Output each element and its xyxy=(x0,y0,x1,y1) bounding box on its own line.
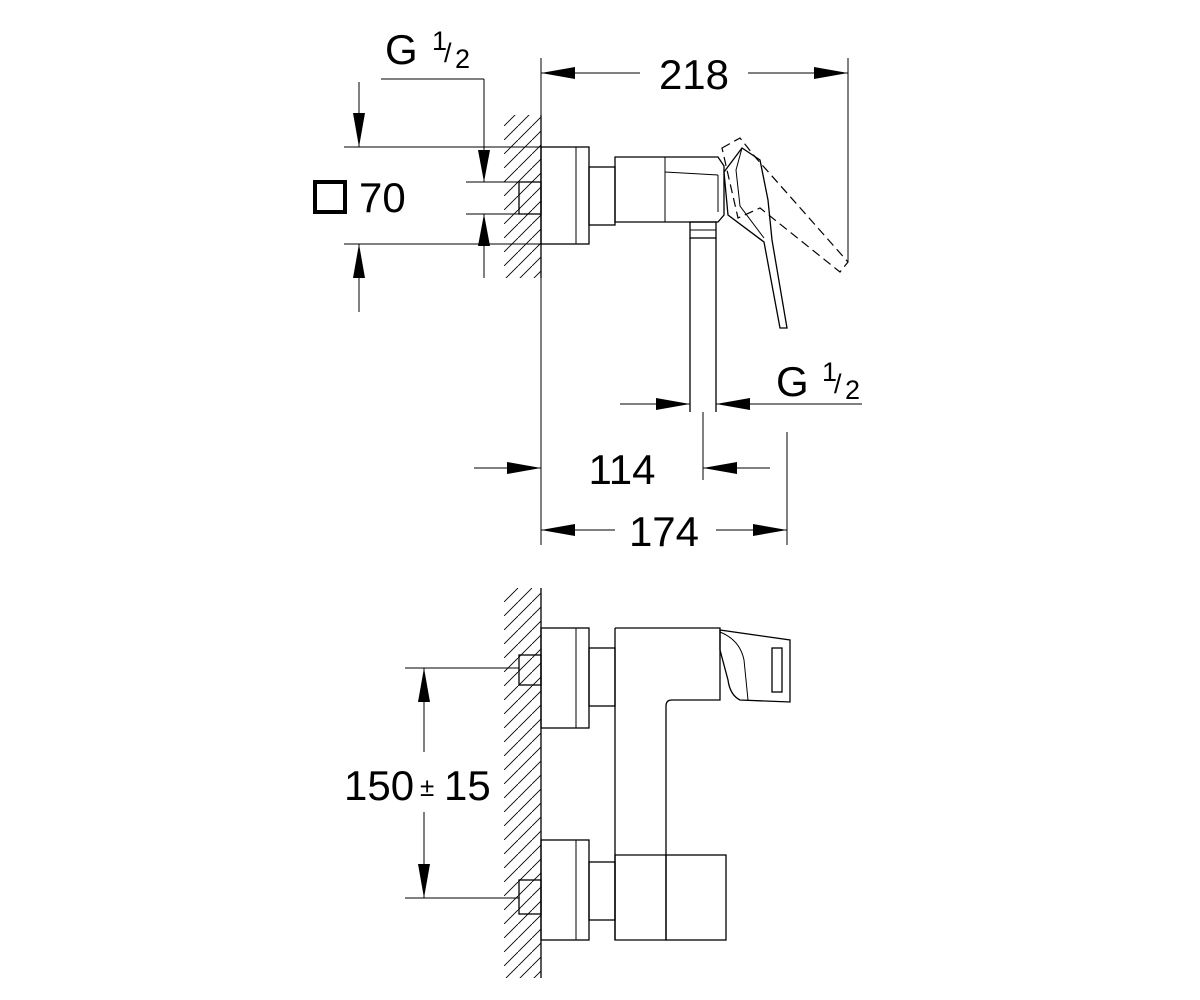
lever-handle xyxy=(723,147,788,329)
flange-upper xyxy=(540,627,590,729)
arrow-outlet-left xyxy=(656,398,690,410)
body-bevel xyxy=(664,157,719,222)
thread-bottom-slash: / xyxy=(834,369,842,399)
arrow-thread-top-b xyxy=(478,214,490,246)
dim-150-value: 150 xyxy=(344,762,414,809)
thread-bottom-g: G xyxy=(776,358,809,405)
thread-top-slash: / xyxy=(444,38,452,68)
dim-150-tolerance: 15 xyxy=(444,762,491,809)
arrow-150-bottom xyxy=(418,864,430,898)
thread-bottom-numerator: 1 xyxy=(822,357,837,387)
thread-top-g: G xyxy=(385,26,418,73)
main-body xyxy=(614,156,725,223)
neck-upper xyxy=(588,647,616,707)
escutcheon-flange xyxy=(540,146,590,245)
dim-174: 174 xyxy=(629,508,699,555)
arrow-114-right xyxy=(703,462,737,474)
arrow-70-bottom xyxy=(353,244,365,278)
lever-open-position xyxy=(721,137,849,273)
arrow-174-right xyxy=(753,524,787,536)
wall-hatching-bottom xyxy=(504,588,541,978)
arrow-150-top xyxy=(418,668,430,702)
arrow-218-left xyxy=(541,67,575,79)
plan-body xyxy=(614,627,721,941)
plan-cartridge-block xyxy=(665,854,727,941)
plan-lever-inner xyxy=(719,631,749,701)
square-section-icon xyxy=(313,180,347,214)
thread-top-denominator: 2 xyxy=(455,44,470,74)
plan-lever-slot xyxy=(771,647,783,693)
arrow-218-right xyxy=(814,67,848,79)
neck-lower xyxy=(588,861,616,921)
plan-view: 150 ± 15 xyxy=(344,588,791,978)
dim-70: 70 xyxy=(359,174,406,221)
flange-lower xyxy=(540,839,590,941)
plan-lever xyxy=(719,629,791,703)
thread-top-numerator: 1 xyxy=(432,26,447,56)
arrow-outlet-right xyxy=(716,398,750,410)
dim-218: 218 xyxy=(659,51,729,98)
wall-hatching-top xyxy=(504,115,541,278)
thread-bottom-denominator: 2 xyxy=(845,375,860,405)
side-view: 218 70 G 1 / 2 G 1 / 2 xyxy=(313,26,862,555)
neck xyxy=(588,166,616,226)
dim-114: 114 xyxy=(589,446,656,493)
lever-inner xyxy=(735,147,765,239)
arrow-thread-top-a xyxy=(478,150,490,182)
dim-150-tolerance-sign: ± xyxy=(420,772,434,802)
arrow-114-left xyxy=(507,462,541,474)
arrow-174-left xyxy=(541,524,575,536)
arrow-70-top xyxy=(353,113,365,147)
